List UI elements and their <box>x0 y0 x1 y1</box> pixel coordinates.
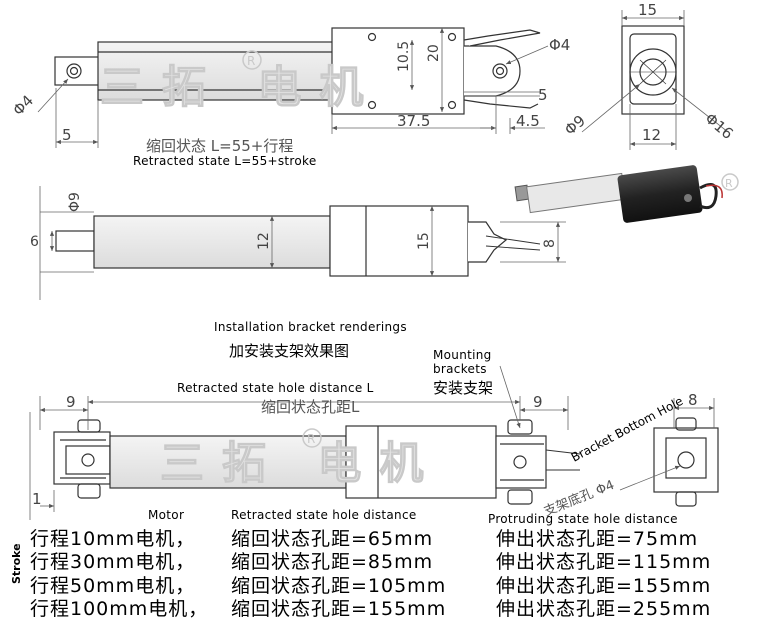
stroke-label: Stroke <box>10 543 23 584</box>
mounting-brackets-zh: 安装支架 <box>433 379 494 397</box>
mounting-bracket-bottom <box>507 489 533 505</box>
dim-15: 15 <box>638 1 657 19</box>
row-1-protruding: 伸出状态孔距=75mm <box>496 528 699 550</box>
dim-bracket-8: 8 <box>688 391 698 409</box>
dim-left-5: 5 <box>62 126 72 144</box>
header-motor: Motor <box>148 508 185 522</box>
row-4-retracted: 缩回状态孔距=155mm <box>231 598 447 620</box>
dim-side-6: 6 <box>30 234 39 250</box>
dim-side-12: 12 <box>256 232 272 250</box>
hole-distance-zh: 缩回状态孔距L <box>261 398 360 416</box>
row-3-motor: 行程50mm电机， <box>30 575 196 597</box>
top-caption-en: Retracted state L=55+stroke <box>133 154 317 168</box>
row-4-protruding: 伸出状态孔距=255mm <box>496 598 712 620</box>
dim-end-hole-dia: Φ4 <box>549 36 570 54</box>
rear-clevis <box>464 45 521 97</box>
bracket-view <box>53 419 581 505</box>
end-view <box>621 25 685 115</box>
bracket-end-view <box>653 417 719 507</box>
cable <box>463 29 541 47</box>
dim-bracket-9-right: 9 <box>533 393 543 411</box>
dim-side-d9: Φ9 <box>67 192 83 212</box>
dim-37-5: 37.5 <box>397 112 430 130</box>
bracket-caption-zh: 加安装支架效果图 <box>229 342 350 360</box>
row-4-motor: 行程100mm电机， <box>30 598 209 620</box>
dim-d9: Φ9 <box>561 112 589 140</box>
watermark-bottom: 三拓 电机 <box>160 438 441 489</box>
row-2-motor: 行程30mm电机， <box>30 551 196 573</box>
dim-12: 12 <box>642 126 661 144</box>
bracket-caption-en: Installation bracket renderings <box>214 320 407 334</box>
header-retracted: Retracted state hole distance <box>231 508 417 522</box>
dim-bracket-9-left: 9 <box>66 393 76 411</box>
dim-20: 20 <box>426 44 442 62</box>
dim-shaft-hole-dia: Φ4 <box>9 91 37 119</box>
row-3-protruding: 伸出状态孔距=155mm <box>496 575 712 597</box>
row-1-retracted: 缩回状态孔距=65mm <box>231 528 434 550</box>
row-2-protruding: 伸出状态孔距=115mm <box>496 551 712 573</box>
product-photo <box>514 165 723 223</box>
dim-side-15: 15 <box>416 232 432 250</box>
row-1-motor: 行程10mm电机， <box>30 528 196 550</box>
dim-d16: Φ16 <box>701 109 736 143</box>
header-protruding: Protruding state hole distance <box>488 512 678 526</box>
registered-mark-top: R <box>247 54 255 68</box>
side-view <box>55 205 541 277</box>
hole-distance-en: Retracted state hole distance L <box>177 381 374 395</box>
top-view <box>54 27 541 115</box>
row-2-retracted: 缩回状态孔距=85mm <box>231 551 434 573</box>
top-caption-zh: 缩回状态 L=55+行程 <box>146 137 294 155</box>
dim-right-5: 5 <box>538 86 548 104</box>
registered-mark-bottom: R <box>307 432 315 446</box>
dim-bracket-1: 1 <box>32 490 42 508</box>
registered-mark-photo: R <box>725 177 733 190</box>
row-3-retracted: 缩回状态孔距=105mm <box>231 575 447 597</box>
mounting-brackets-en: Mounting brackets <box>433 348 492 376</box>
dim-side-8: 8 <box>542 239 558 248</box>
dim-10-5: 10.5 <box>396 41 412 72</box>
watermark-top: 三拓 电机 <box>100 62 381 113</box>
dim-4-5: 4.5 <box>516 112 540 130</box>
